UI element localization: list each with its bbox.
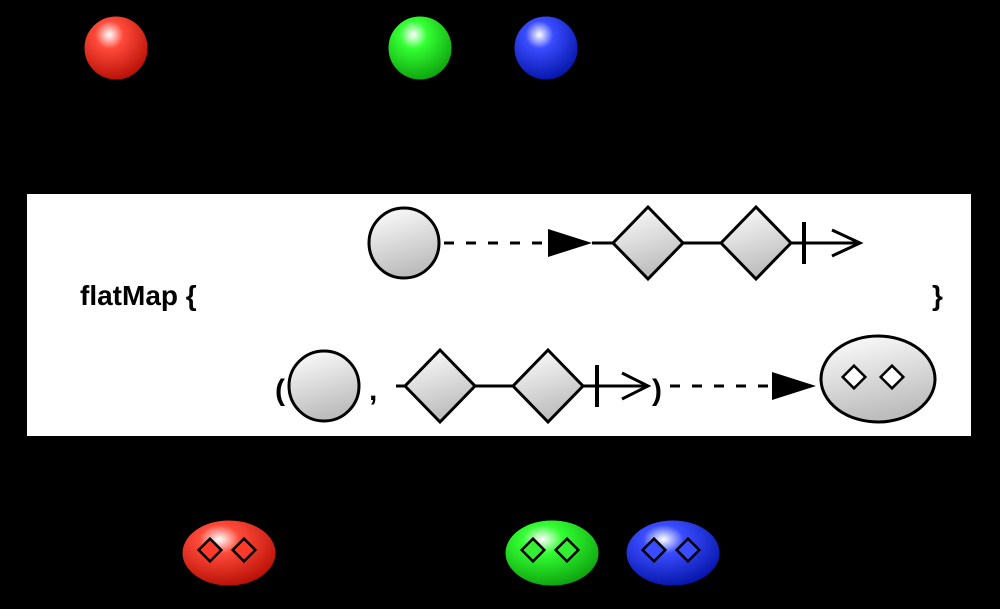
close-paren: )	[652, 374, 662, 407]
comma: ,	[369, 374, 377, 407]
mapping-row-1	[367, 204, 864, 282]
open-paren: (	[275, 374, 285, 407]
input-marble-green	[385, 13, 455, 83]
output-marble-red	[179, 517, 279, 589]
closing-brace: }	[932, 280, 943, 311]
diamond-item	[878, 363, 906, 391]
generic-marble	[287, 349, 361, 423]
diamond-item	[510, 347, 586, 425]
arrow-head-icon	[548, 229, 592, 257]
output-marble-green	[502, 517, 602, 589]
operator-label: flatMap {	[80, 280, 197, 311]
input-marble-red	[81, 13, 151, 83]
diamond-item	[840, 363, 868, 391]
diamond-item	[718, 204, 794, 282]
open-arrow-head-icon	[831, 228, 864, 258]
generic-marble	[367, 206, 441, 280]
combined-marble	[819, 334, 937, 424]
arrow-head-icon	[772, 372, 816, 400]
operator-panel	[27, 194, 971, 436]
open-arrow-head-icon	[621, 371, 652, 401]
diamond-item	[610, 204, 686, 282]
output-marble-blue	[623, 517, 723, 589]
mapping-row-2: ( , )	[275, 334, 937, 425]
input-marble-blue	[511, 13, 581, 83]
diamond-item	[402, 347, 478, 425]
